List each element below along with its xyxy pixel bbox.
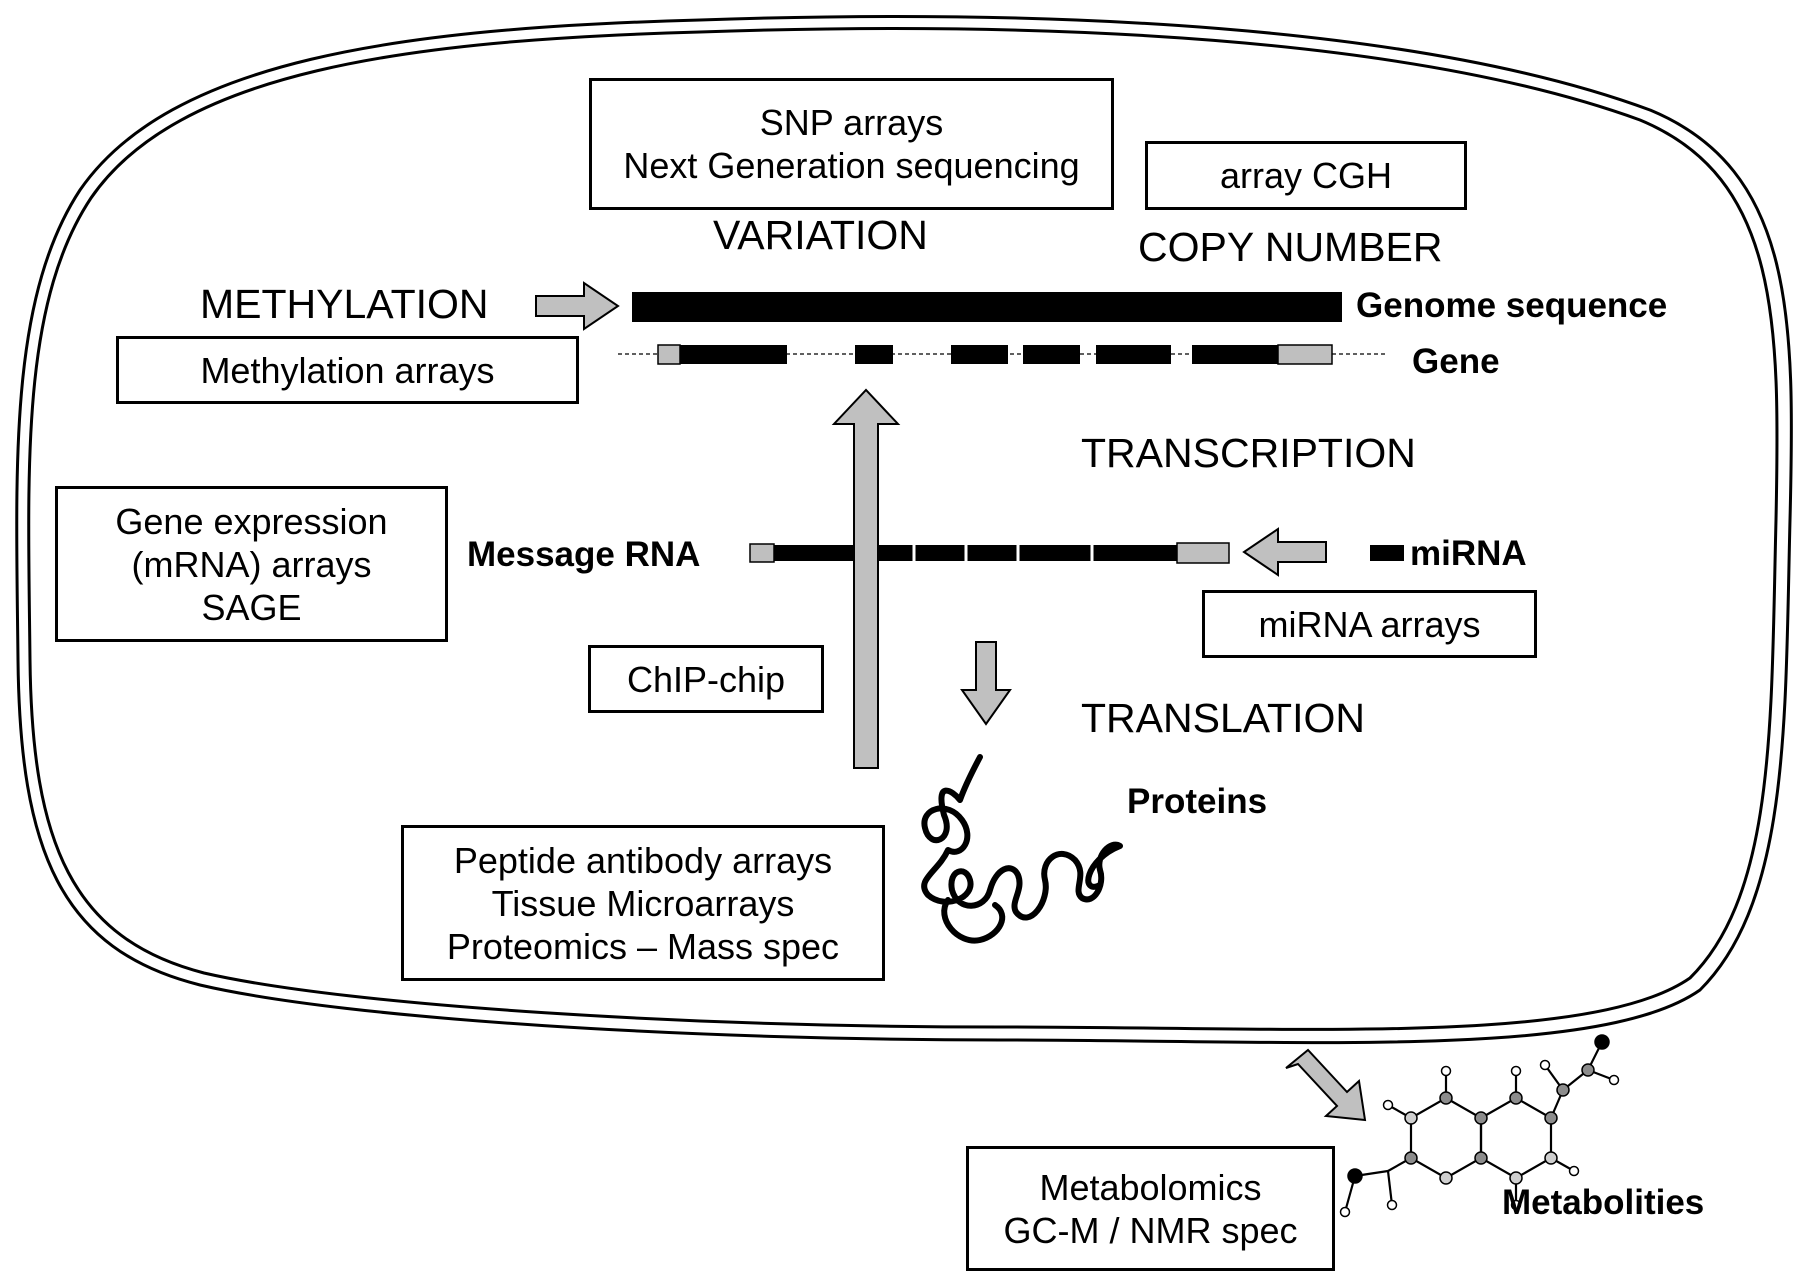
box-line: SAGE <box>201 586 302 628</box>
protein-squiggle <box>921 754 1123 921</box>
cell-membrane <box>15 15 1793 1045</box>
metabolite-atoms <box>1339 1034 1620 1218</box>
gene-utr-5 <box>657 344 681 365</box>
box-line: miRNA arrays <box>1258 603 1481 645</box>
array-cgh-box: array CGH <box>1145 141 1467 210</box>
box-line: SNP arrays <box>759 102 944 143</box>
gene-structure <box>618 344 1385 365</box>
translation-label: TRANSLATION <box>1081 695 1365 741</box>
box-line: GC-M / NMR spec <box>1003 1209 1298 1251</box>
box-line: Gene expression <box>115 500 388 542</box>
mirna-label: miRNA <box>1410 534 1527 573</box>
genome-sequence-label: Genome sequence <box>1356 286 1668 325</box>
metabolities-label: Metabolities <box>1502 1183 1705 1222</box>
proteins-label: Proteins <box>1127 782 1268 821</box>
box-line: array CGH <box>1219 155 1393 196</box>
mirna-bar <box>1370 545 1404 561</box>
box-line: Methylation arrays <box>200 349 495 391</box>
mrna-strand <box>749 542 1230 564</box>
variation-label: VARIATION <box>713 212 928 258</box>
box-line: Peptide antibody arrays <box>453 839 833 881</box>
snp-arrays-box: SNP arrays Next Generation sequencing <box>589 78 1114 210</box>
gene-label: Gene <box>1412 342 1500 381</box>
mirna-arrays-box: miRNA arrays <box>1202 590 1537 658</box>
binding-up-arrow <box>831 388 901 769</box>
gene-exon-2 <box>855 345 893 364</box>
box-line: Proteomics – Mass spec <box>446 925 840 967</box>
box-line: Next Generation sequencing <box>623 145 1080 186</box>
box-line: Tissue Microarrays <box>491 882 795 924</box>
methylation-label: METHYLATION <box>200 281 489 327</box>
box-line: (mRNA) arrays <box>131 543 372 585</box>
gene-utr-3 <box>1277 344 1333 365</box>
translation-arrow <box>960 641 1012 726</box>
gene-exon-6 <box>1192 345 1278 364</box>
transcription-label: TRANSCRIPTION <box>1081 430 1416 476</box>
metabolite-arrow <box>1285 1048 1367 1122</box>
box-line: ChIP-chip <box>626 658 786 700</box>
proteomics-box: Peptide antibody arrays Tissue Microarra… <box>401 825 885 981</box>
genome-sequence-bar <box>632 292 1342 322</box>
methylation-arrays-box: Methylation arrays <box>116 336 579 404</box>
gene-expression-box: Gene expression (mRNA) arrays SAGE <box>55 486 448 642</box>
metabolomics-box: Metabolomics GC-M / NMR spec <box>966 1146 1335 1271</box>
gene-exon-4 <box>1023 345 1080 364</box>
gene-exon-3 <box>951 345 1008 364</box>
message-rna-label: Message RNA <box>467 535 701 574</box>
gene-exon-1 <box>680 345 787 364</box>
copy-number-label: COPY NUMBER <box>1138 224 1443 270</box>
box-line: Metabolomics <box>1039 1166 1262 1208</box>
mirna-arrow <box>1242 527 1327 577</box>
methylation-arrow <box>535 281 620 331</box>
chip-chip-box: ChIP-chip <box>588 645 824 713</box>
gene-exon-5 <box>1096 345 1171 364</box>
